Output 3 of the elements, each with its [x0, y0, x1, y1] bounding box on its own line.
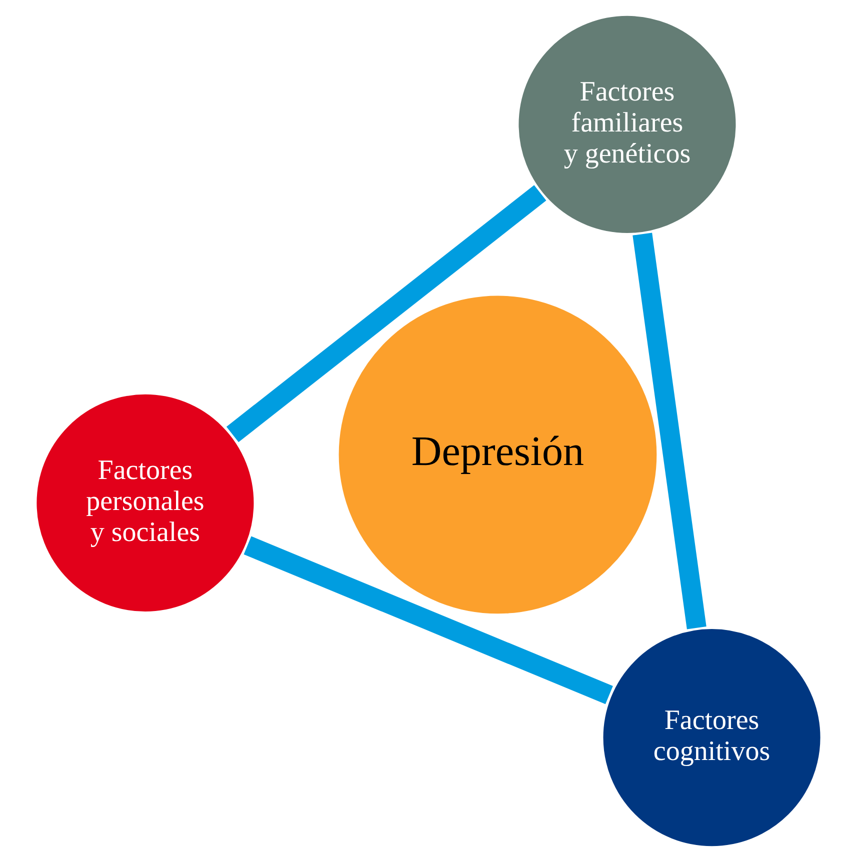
connector: [244, 536, 613, 704]
connector: [632, 232, 706, 630]
connector: [226, 185, 546, 442]
